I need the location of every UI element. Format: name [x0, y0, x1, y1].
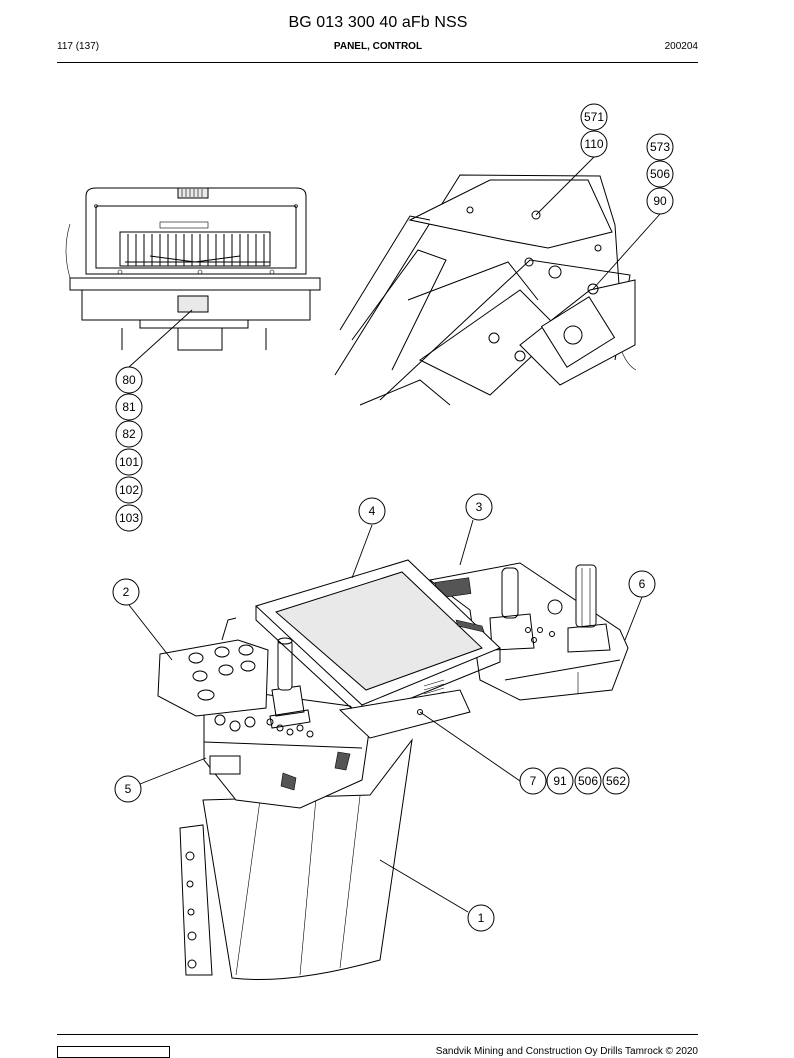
date-code: 200204	[664, 41, 698, 52]
callout-571: 571	[580, 103, 608, 131]
footer-copyright: Sandvik Mining and Construction Oy Drill…	[435, 1046, 698, 1057]
svg-text:1: 1	[478, 911, 485, 925]
callout-6: 6	[628, 570, 656, 598]
svg-text:5: 5	[125, 782, 132, 796]
svg-text:101: 101	[119, 455, 139, 469]
sandvik-logo	[57, 1046, 170, 1058]
callout-506-lower: 506	[574, 767, 602, 795]
callout-102: 102	[115, 476, 143, 504]
svg-text:6: 6	[639, 577, 646, 591]
svg-text:82: 82	[122, 427, 136, 441]
section-title: PANEL, CONTROL	[333, 41, 423, 52]
callout-1: 1	[467, 904, 495, 932]
panel-rear-view	[65, 187, 321, 351]
svg-text:102: 102	[119, 483, 139, 497]
callout-4: 4	[358, 497, 386, 525]
svg-text:4: 4	[369, 504, 376, 518]
header-rule	[57, 62, 698, 63]
callout-91: 91	[546, 767, 574, 795]
callout-5: 5	[114, 775, 142, 803]
callout-81: 81	[115, 393, 143, 421]
callout-90: 90	[646, 187, 674, 215]
leader-lines	[128, 156, 661, 913]
svg-text:7: 7	[530, 774, 537, 788]
callout-101: 101	[115, 448, 143, 476]
svg-text:90: 90	[653, 194, 667, 208]
callout-2: 2	[112, 578, 140, 606]
callout-110: 110	[580, 130, 608, 158]
svg-text:2: 2	[123, 585, 130, 599]
callout-82: 82	[115, 420, 143, 448]
svg-text:103: 103	[119, 511, 139, 525]
callout-506-upper: 506	[646, 160, 674, 188]
callout-7: 7	[519, 767, 547, 795]
svg-text:91: 91	[553, 774, 567, 788]
svg-text:81: 81	[122, 400, 136, 414]
svg-text:3: 3	[476, 500, 483, 514]
callout-3: 3	[465, 493, 493, 521]
heatsink-fins	[119, 231, 271, 267]
page-number: 117 (137)	[57, 41, 100, 52]
svg-text:80: 80	[122, 373, 136, 387]
control-panel-assembly	[157, 559, 629, 981]
svg-text:573: 573	[650, 140, 670, 154]
svg-text:506: 506	[578, 774, 598, 788]
svg-text:562: 562	[606, 774, 626, 788]
callout-562: 562	[602, 767, 630, 795]
panel-underside-view	[334, 174, 637, 406]
callout-573: 573	[646, 133, 674, 161]
document-title: BG 013 300 40 aFb NSS	[288, 14, 468, 31]
svg-text:506: 506	[650, 167, 670, 181]
callout-80: 80	[115, 366, 143, 394]
svg-text:110: 110	[584, 137, 603, 151]
callout-103: 103	[115, 504, 143, 532]
svg-text:571: 571	[584, 110, 604, 124]
footer-rule	[57, 1034, 698, 1035]
